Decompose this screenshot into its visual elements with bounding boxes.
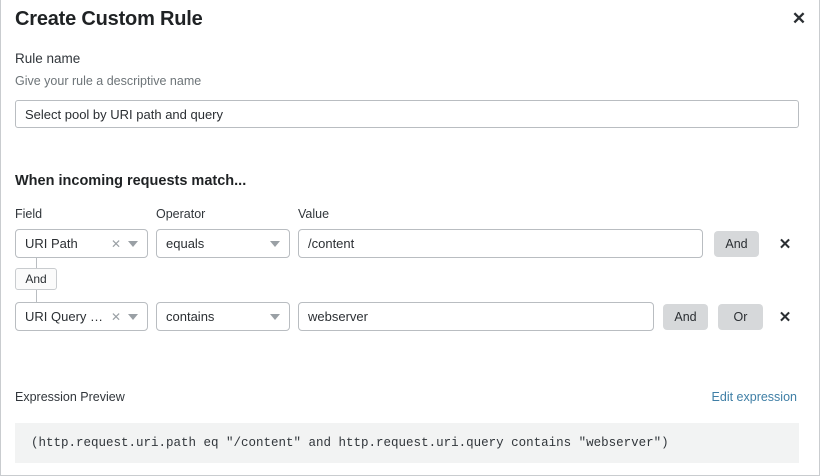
value-input-2[interactable] <box>298 302 654 331</box>
condition-connector-and[interactable]: And <box>15 268 57 290</box>
operator-select-2[interactable]: contains <box>156 302 290 331</box>
add-and-condition-button-2[interactable]: And <box>663 304 708 330</box>
conditions-section-heading: When incoming requests match... <box>15 173 247 189</box>
delete-condition-button-2[interactable]: ✕ <box>776 302 794 332</box>
clear-x-icon[interactable]: ✕ <box>110 309 121 324</box>
chevron-down-icon <box>270 240 280 247</box>
column-header-field: Field <box>15 207 43 221</box>
operator-select-2-value: contains <box>166 309 215 324</box>
column-header-operator: Operator <box>156 207 206 221</box>
connector-line-top <box>36 258 37 268</box>
add-and-condition-button-1[interactable]: And <box>714 231 759 257</box>
field-select-2[interactable]: URI Query St... ✕ <box>15 302 148 331</box>
operator-select-1-value: equals <box>166 236 205 251</box>
clear-x-icon[interactable]: ✕ <box>110 236 121 251</box>
field-select-1-value: URI Path <box>25 236 78 251</box>
chevron-down-icon <box>128 240 138 247</box>
edit-expression-link[interactable]: Edit expression <box>711 390 797 404</box>
field-select-1[interactable]: URI Path ✕ <box>15 229 148 258</box>
field-select-2-value: URI Query St... <box>25 309 107 324</box>
rule-name-input[interactable] <box>15 100 799 128</box>
expression-preview-text: (http.request.uri.path eq "/content" and… <box>31 436 669 450</box>
page-title: Create Custom Rule <box>15 8 203 30</box>
condition-row: URI Query St... ✕ contains And Or ✕ <box>1 302 820 332</box>
chevron-down-icon <box>128 313 138 320</box>
value-input-1[interactable] <box>298 229 703 258</box>
close-icon[interactable]: ✕ <box>787 6 811 30</box>
rule-name-label: Rule name <box>15 51 81 66</box>
chevron-down-icon <box>270 313 280 320</box>
column-header-value: Value <box>298 207 330 221</box>
expression-preview-band: (http.request.uri.path eq "/content" and… <box>15 423 799 463</box>
delete-condition-button-1[interactable]: ✕ <box>776 229 794 259</box>
add-or-condition-button-2[interactable]: Or <box>718 304 763 330</box>
expression-preview-label: Expression Preview <box>15 390 125 404</box>
condition-row: URI Path ✕ equals And ✕ <box>1 229 820 259</box>
operator-select-1[interactable]: equals <box>156 229 290 258</box>
connector-line-bottom <box>36 290 37 302</box>
rule-name-description: Give your rule a descriptive name <box>15 74 202 88</box>
